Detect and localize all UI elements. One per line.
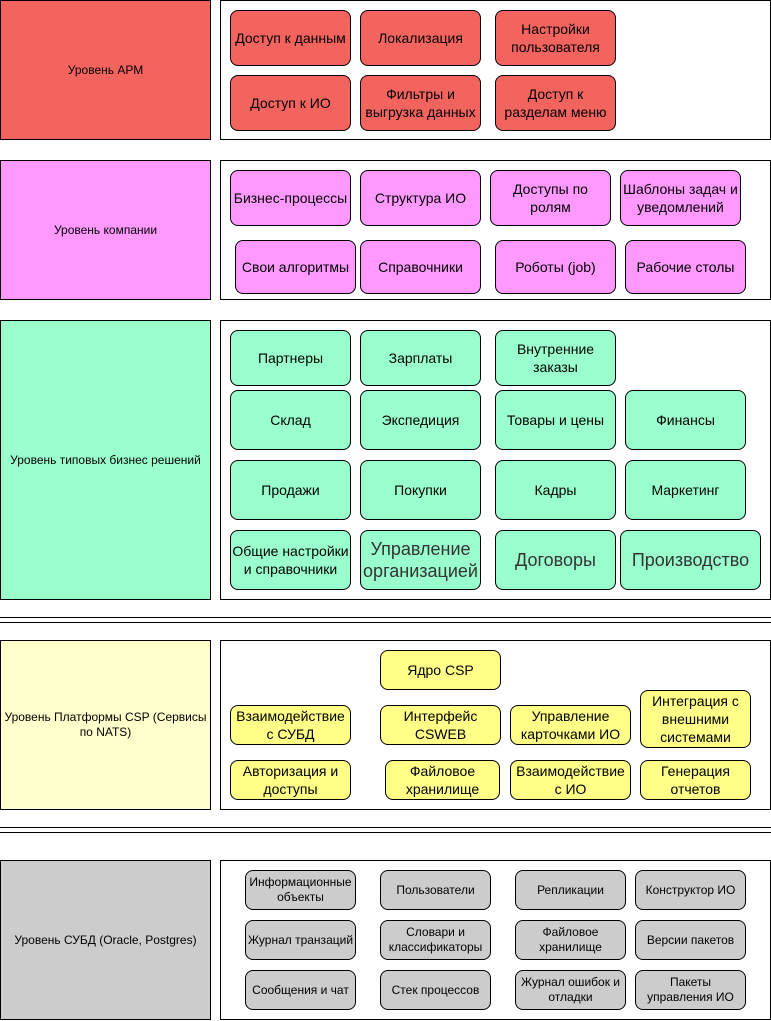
company-own-algorithms: Свои алгоритмы — [235, 240, 356, 294]
business-salaries: Зарплаты — [360, 330, 481, 386]
level-arm: Уровень АРМ — [0, 0, 211, 140]
dbms-messages-chat: Сообщения и чат — [245, 970, 356, 1010]
dbms-io-packages: Пакеты управления ИО — [635, 970, 746, 1010]
company-desktops: Рабочие столы — [625, 240, 746, 294]
arm-data-access: Доступ к данным — [230, 10, 351, 66]
business-expedition: Экспедиция — [360, 390, 481, 450]
separator-line — [0, 827, 771, 828]
level-platform: Уровень Платформы CSP (Сервисы по NATS) — [0, 640, 211, 810]
business-contracts: Договоры — [495, 530, 616, 590]
level-company: Уровень компании — [0, 160, 211, 300]
platform-reports: Генерация отчетов — [640, 760, 751, 800]
company-robots: Роботы (job) — [495, 240, 616, 294]
level-dbms: Уровень СУБД (Oracle, Postgres) — [0, 860, 211, 1020]
company-role-access: Доступы по ролям — [490, 170, 611, 226]
dbms-transaction-log: Журнал транзаций — [245, 920, 356, 960]
separator-line — [0, 617, 771, 618]
company-business-processes: Бизнес-процессы — [230, 170, 351, 226]
business-internal-orders: Внутренние заказы — [495, 330, 616, 386]
company-io-structure: Структура ИО — [360, 170, 481, 226]
business-partners: Партнеры — [230, 330, 351, 386]
dbms-users: Пользователи — [380, 870, 491, 910]
business-marketing: Маркетинг — [625, 460, 746, 520]
platform-integration: Интеграция с внешними системами — [640, 690, 751, 748]
business-production: Производство — [620, 530, 761, 590]
business-warehouse: Склад — [230, 390, 351, 450]
arm-io-access: Доступ к ИО — [230, 75, 351, 131]
company-templates: Шаблоны задач и уведомлений — [620, 170, 741, 226]
platform-auth: Авторизация и доступы — [230, 760, 351, 800]
platform-dbms-interaction: Взаимодействие с СУБД — [230, 705, 351, 745]
platform-io-interaction: Взаимодействие с ИО — [510, 760, 631, 800]
business-org-management: Управление организацией — [360, 530, 481, 590]
separator-line — [0, 832, 771, 833]
arm-menu-access: Доступ к разделам меню — [495, 75, 616, 131]
business-goods-prices: Товары и цены — [495, 390, 616, 450]
arm-localization: Локализация — [360, 10, 481, 66]
separator-line — [0, 622, 771, 623]
dbms-io-constructor: Конструктор ИО — [635, 870, 746, 910]
dbms-package-versions: Версии пакетов — [635, 920, 746, 960]
business-hr: Кадры — [495, 460, 616, 520]
platform-core: Ядро CSP — [380, 650, 501, 690]
platform-file-storage: Файловое хранилище — [385, 760, 500, 800]
business-general-settings: Общие настройки и справочники — [230, 530, 351, 590]
level-business: Уровень типовых бизнес решений — [0, 320, 211, 600]
dbms-process-stack: Стек процессов — [380, 970, 491, 1010]
business-sales: Продажи — [230, 460, 351, 520]
platform-card-management: Управление карточками ИО — [510, 705, 631, 745]
dbms-error-log: Журнал ошибок и отладки — [515, 970, 626, 1010]
dbms-file-storage: Файловое хранилище — [515, 920, 626, 960]
dbms-replications: Репликации — [515, 870, 626, 910]
arm-user-settings: Настройки пользователя — [495, 10, 616, 66]
platform-cs-web: Интерфейс CSWEB — [380, 705, 501, 745]
arm-filters-export: Фильтры и выгрузка данных — [360, 75, 481, 131]
business-purchases: Покупки — [360, 460, 481, 520]
dbms-info-objects: Информационные объекты — [245, 870, 356, 910]
company-references: Справочники — [360, 240, 481, 294]
business-finance: Финансы — [625, 390, 746, 450]
dbms-dictionaries: Словари и классификаторы — [380, 920, 491, 960]
